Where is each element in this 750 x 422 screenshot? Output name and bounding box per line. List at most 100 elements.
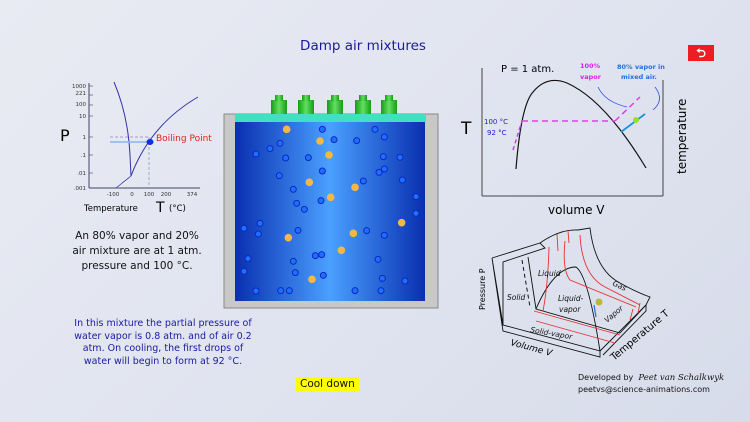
explanation-line: In this mixture the partial pressure of bbox=[74, 318, 252, 329]
water-vapor-molecule bbox=[371, 125, 379, 133]
air-molecule bbox=[284, 233, 293, 242]
explanation-line: water vapor is 0.8 atm. and of air 0.2 bbox=[74, 330, 252, 342]
volume-axis-label-3d: Volume V bbox=[509, 338, 554, 359]
air-molecule bbox=[282, 125, 291, 134]
explanation-line: water will begin to form at 92 °C. bbox=[83, 355, 243, 367]
label-100-vapor: 100% bbox=[580, 62, 601, 70]
water-vapor-molecule bbox=[318, 251, 326, 259]
boiling-point-label: Boiling Point bbox=[156, 134, 212, 144]
p-axis-label: P bbox=[60, 126, 70, 145]
label-100-vapor-2: vapor bbox=[580, 73, 602, 81]
y-tick-label: 1 bbox=[83, 135, 87, 141]
x-axis-unit: (°C) bbox=[169, 204, 186, 214]
water-vapor-molecule bbox=[240, 224, 248, 232]
pressure-label: P = 1 atm. bbox=[501, 64, 554, 75]
water-vapor-molecule bbox=[380, 165, 388, 173]
y-tick-label: .01 bbox=[77, 171, 86, 177]
back-button[interactable]: ⮌ bbox=[688, 45, 714, 61]
water-vapor-molecule bbox=[285, 287, 293, 295]
valve-cap-top bbox=[302, 95, 310, 101]
water-vapor-molecule bbox=[380, 133, 388, 141]
water-vapor-molecule bbox=[380, 231, 388, 239]
water-vapor-molecule bbox=[275, 172, 283, 180]
air-molecule bbox=[308, 275, 316, 284]
y-tick-label: 1000 bbox=[72, 84, 86, 90]
water-vapor-molecule bbox=[244, 255, 252, 263]
water-vapor-molecule bbox=[412, 209, 420, 217]
y-tick-label: .1 bbox=[81, 153, 86, 159]
label-80-vapor-2: mixed air. bbox=[621, 73, 657, 81]
state-line: air mixture are at 1 atm. bbox=[72, 245, 202, 257]
x-axis-label: Temperature bbox=[83, 204, 138, 214]
x-tick-label: 374 bbox=[187, 192, 198, 198]
air-molecule bbox=[316, 137, 324, 145]
water-vapor-molecule bbox=[266, 145, 274, 153]
water-vapor-molecule bbox=[401, 277, 409, 285]
water-vapor-molecule bbox=[293, 199, 301, 207]
valve-cap bbox=[355, 100, 371, 114]
air-molecule bbox=[305, 178, 314, 187]
x-tick-label: 0 bbox=[130, 192, 134, 198]
air-molecule bbox=[326, 193, 335, 202]
water-vapor-molecule bbox=[330, 136, 338, 144]
region-liquid-vapor-2: vapor bbox=[559, 305, 581, 314]
x-tick-label: 100 bbox=[144, 192, 155, 198]
water-vapor-molecule bbox=[304, 154, 312, 162]
gas-container bbox=[223, 95, 439, 309]
region-vapor: Vapor bbox=[603, 303, 626, 324]
y-tick-label: 100 bbox=[76, 102, 87, 108]
x-axis-symbol: T bbox=[155, 200, 165, 216]
x-tick-label: -100 bbox=[107, 192, 120, 198]
water-vapor-molecule bbox=[318, 167, 326, 175]
container-lid bbox=[235, 114, 426, 122]
water-vapor-molecule bbox=[289, 257, 297, 265]
t-92-label: 92 °C bbox=[487, 129, 507, 137]
water-vapor-molecule bbox=[374, 255, 382, 263]
air-molecule bbox=[349, 229, 358, 238]
water-vapor-molecule bbox=[363, 227, 371, 235]
valve-cap bbox=[381, 100, 397, 114]
water-vapor-molecule bbox=[252, 287, 260, 295]
pvt-surface-diagram: Solid Liquid Liquid- vapor Gas Vapor Sol… bbox=[478, 227, 670, 364]
valve-cap-top bbox=[275, 95, 283, 101]
cool-down-button[interactable]: Cool down bbox=[296, 377, 359, 391]
water-vapor-molecule bbox=[291, 269, 299, 277]
water-vapor-molecule bbox=[318, 125, 326, 133]
water-vapor-molecule bbox=[359, 177, 367, 185]
t-100-label: 100 °C bbox=[484, 118, 508, 126]
water-vapor-molecule bbox=[282, 154, 290, 162]
temperature-volume-chart: P = 1 atm. 100% vapor 80% vapor in mixed… bbox=[460, 62, 689, 217]
region-gas: Gas bbox=[611, 279, 628, 293]
water-vapor-molecule bbox=[277, 287, 285, 295]
water-vapor-molecule bbox=[317, 197, 325, 205]
y-tick-label: 10 bbox=[79, 114, 86, 120]
water-vapor-molecule bbox=[252, 150, 260, 158]
label-80-vapor: 80% vapor in bbox=[617, 63, 665, 71]
valve-cap-top bbox=[359, 95, 367, 101]
credit-email: peetvs@science-animations.com bbox=[578, 385, 710, 394]
water-vapor-molecule bbox=[276, 139, 284, 147]
pressure-axis-label: Pressure P bbox=[478, 268, 487, 310]
air-molecule bbox=[337, 246, 346, 255]
valve-cap-top bbox=[331, 95, 339, 101]
credit-prefix: Developed by bbox=[578, 373, 634, 382]
water-vapor-molecule bbox=[311, 252, 319, 260]
water-vapor-molecule bbox=[375, 168, 383, 176]
temperature-axis-label: temperature bbox=[675, 99, 689, 174]
credit-author: Peet van Schalkwyk bbox=[638, 373, 725, 383]
water-vapor-molecule bbox=[353, 137, 361, 145]
back-arrow-icon: ⮌ bbox=[696, 46, 706, 60]
water-vapor-molecule bbox=[294, 226, 302, 234]
region-liquid-vapor: Liquid- bbox=[558, 294, 584, 303]
water-vapor-molecule bbox=[398, 176, 406, 184]
volume-axis-label: volume V bbox=[548, 203, 605, 217]
credits: Developed by Peet van Schalkwyk peetvs@s… bbox=[578, 372, 724, 395]
page-title: Damp air mixtures bbox=[300, 38, 426, 54]
water-vapor-molecule bbox=[377, 287, 385, 295]
state-description: An 80% vapor and 20% air mixture are at … bbox=[52, 229, 222, 274]
water-vapor-molecule bbox=[351, 287, 359, 295]
region-solid: Solid bbox=[507, 293, 526, 302]
water-vapor-molecule bbox=[379, 153, 387, 161]
water-vapor-molecule bbox=[396, 153, 404, 161]
